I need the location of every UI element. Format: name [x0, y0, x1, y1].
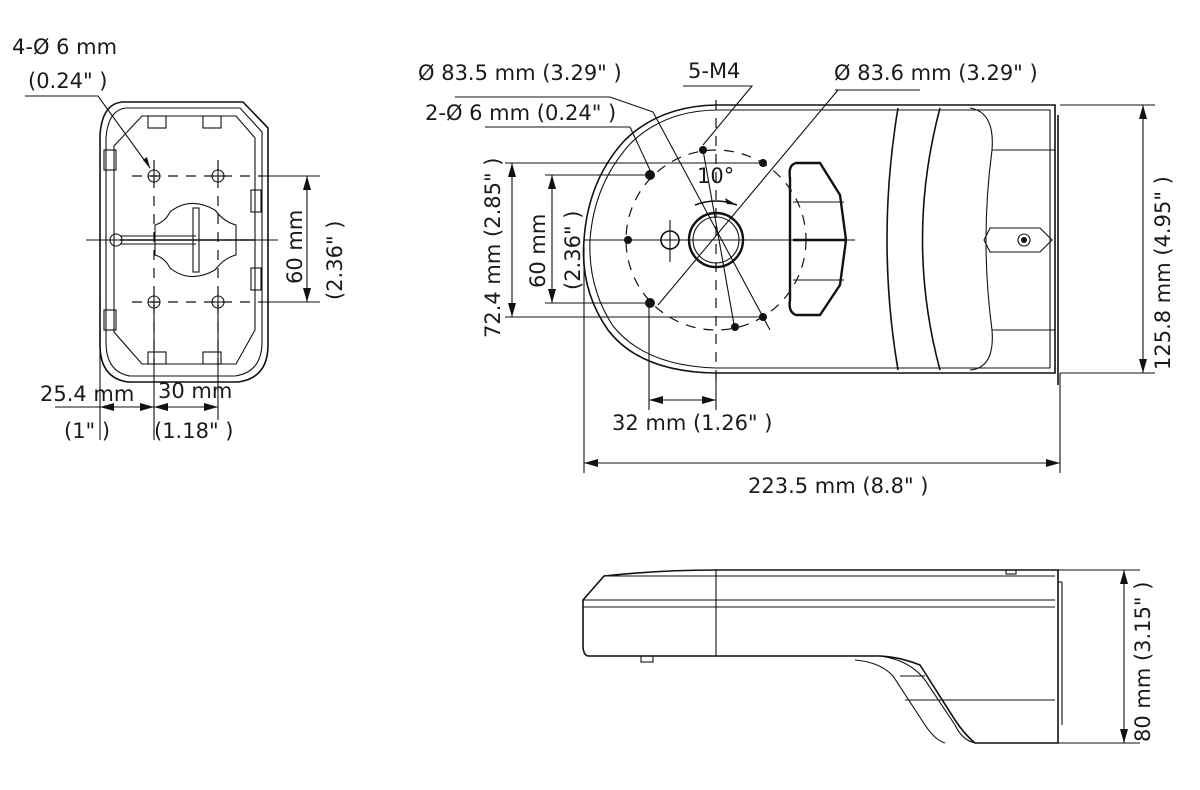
horizontal-dim-a-inch: (1" ): [64, 419, 110, 443]
mounting-hole: [211, 169, 225, 183]
height-inner-inch: (2.36" ): [561, 211, 585, 290]
holes-2-label: 2-Ø 6 mm (0.24" ): [425, 101, 616, 125]
circle-a-label: Ø 83.5 mm (3.29" ): [418, 61, 622, 85]
horizontal-dim-b: 30 mm: [158, 379, 232, 403]
hole-label: 4-Ø 6 mm: [12, 35, 117, 59]
horizontal-dim-b-inch: (1.18" ): [154, 419, 233, 443]
angle-label: 10°: [697, 164, 734, 188]
horizontal-dim-a: 25.4 mm: [40, 382, 134, 406]
offset-label: 32 mm (1.26" ): [612, 411, 772, 435]
height-outer-label: 72.4 mm (2.85" ): [481, 158, 505, 339]
hole-label-inch: (0.24" ): [28, 69, 107, 93]
left-view: 4-Ø 6 mm (0.24" ) 60 mm (2.36" ) 25.4 mm…: [12, 35, 347, 443]
top-view: Ø 83.5 mm (3.29" ) 2-Ø 6 mm (0.24" ) 5-M…: [418, 59, 1175, 498]
height-inner-label: 60 mm: [526, 214, 550, 288]
total-height-label: 125.8 mm (4.95" ): [1151, 176, 1175, 370]
screws-label: 5-M4: [688, 59, 740, 83]
total-length-label: 223.5 mm (8.8" ): [748, 474, 929, 498]
side-view: 80 mm (3.15" ): [582, 569, 1155, 744]
circle-b-label: Ø 83.6 mm (3.29" ): [834, 61, 1038, 85]
mounting-hole: [147, 169, 161, 183]
vertical-dim-inch: (2.36" ): [323, 221, 347, 300]
side-height-label: 80 mm (3.15" ): [1131, 582, 1155, 742]
vertical-dim-label: 60 mm: [283, 210, 307, 284]
